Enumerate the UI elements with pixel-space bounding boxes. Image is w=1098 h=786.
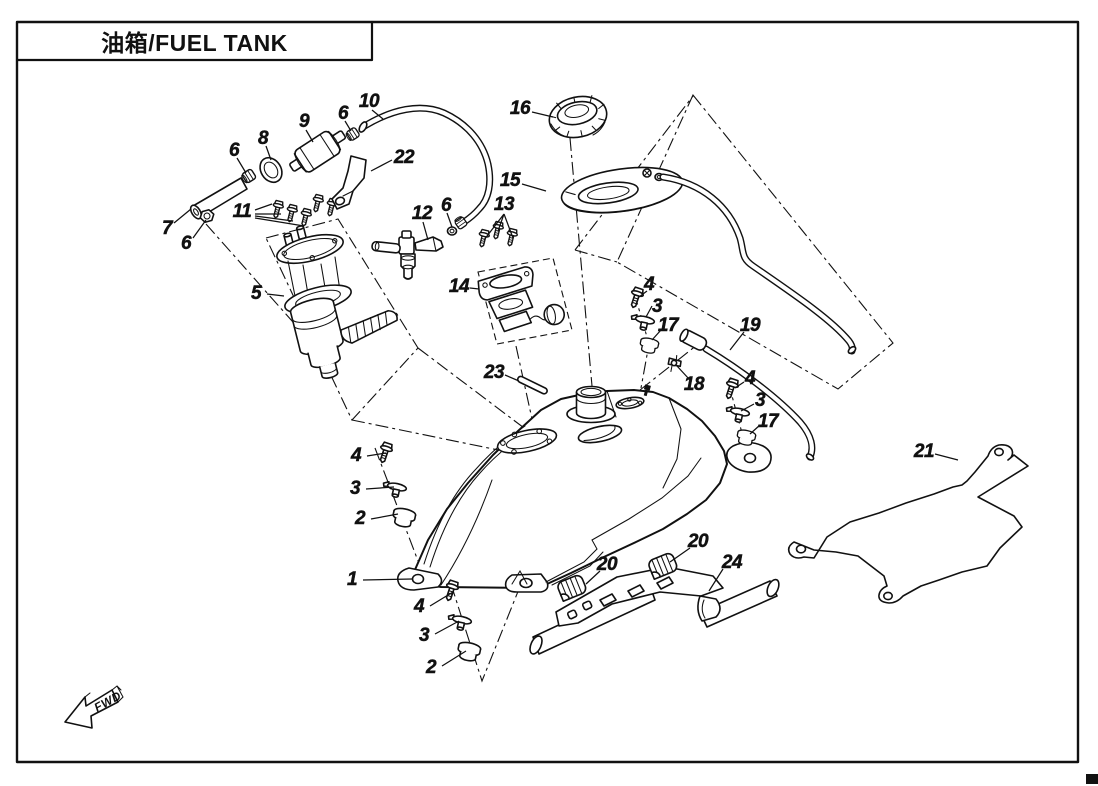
callout-4: 4 — [744, 368, 756, 390]
callout-9: 9 — [298, 111, 310, 133]
callout-8: 8 — [257, 128, 269, 150]
callout-6: 6 — [440, 195, 452, 217]
callout-20: 20 — [596, 554, 618, 576]
fuel-cap — [548, 95, 608, 139]
filler-neck-ring — [560, 166, 857, 355]
callout-6: 6 — [228, 140, 240, 162]
callout-6: 6 — [180, 233, 192, 255]
callout-3: 3 — [651, 296, 663, 318]
callout-17: 17 — [657, 315, 679, 337]
axis-lines — [205, 93, 894, 683]
heat-shield-pad — [787, 444, 1029, 604]
callout-6: 6 — [337, 103, 349, 125]
callout-4: 4 — [643, 274, 655, 296]
callout-3: 3 — [754, 390, 766, 412]
callout-4: 4 — [350, 445, 362, 467]
callout-13: 13 — [493, 194, 515, 216]
tank-guard — [529, 551, 780, 655]
callout-22: 22 — [393, 147, 415, 169]
callout-19: 19 — [739, 315, 761, 337]
mounting-bracket — [331, 155, 367, 210]
drain-hose — [667, 328, 816, 461]
callout-18: 18 — [683, 374, 705, 396]
page-border — [15, 20, 1098, 784]
callout-16: 16 — [509, 98, 531, 120]
fuel-pump-assembly — [269, 193, 398, 379]
fwd-arrow-icon: FWD — [64, 685, 124, 729]
page-title: 油箱/FUEL TANK — [101, 30, 288, 56]
callout-21: 21 — [913, 441, 935, 463]
callout-14: 14 — [448, 276, 470, 298]
callout-15: 15 — [499, 170, 521, 192]
title-box: 油箱/FUEL TANK — [17, 22, 372, 60]
hose-clip — [667, 354, 682, 372]
fuel-pipe-and-filter — [189, 126, 361, 224]
callout-23: 23 — [483, 362, 505, 384]
callout-3: 3 — [349, 478, 361, 500]
leader-lines — [173, 109, 959, 667]
callout-7: 7 — [161, 218, 173, 240]
callout-11: 11 — [232, 201, 252, 223]
trim-strip — [516, 375, 548, 395]
callout-2: 2 — [425, 657, 437, 679]
fuel-filter — [289, 130, 347, 173]
fuel-injector-fitting — [371, 214, 469, 280]
callout-20: 20 — [687, 531, 709, 553]
callout-2: 2 — [354, 508, 366, 530]
callout-24: 24 — [721, 552, 743, 574]
fuel-sender-unit — [475, 220, 565, 333]
callout-5: 5 — [250, 283, 262, 305]
callout-3: 3 — [418, 625, 430, 647]
callout-1: 1 — [346, 569, 358, 591]
fuel-tank-body — [396, 384, 772, 593]
fuel-hose — [358, 104, 494, 226]
callout-10: 10 — [358, 91, 380, 113]
callout-12: 12 — [411, 203, 433, 225]
callout-17: 17 — [757, 411, 779, 433]
callout-4: 4 — [413, 596, 425, 618]
